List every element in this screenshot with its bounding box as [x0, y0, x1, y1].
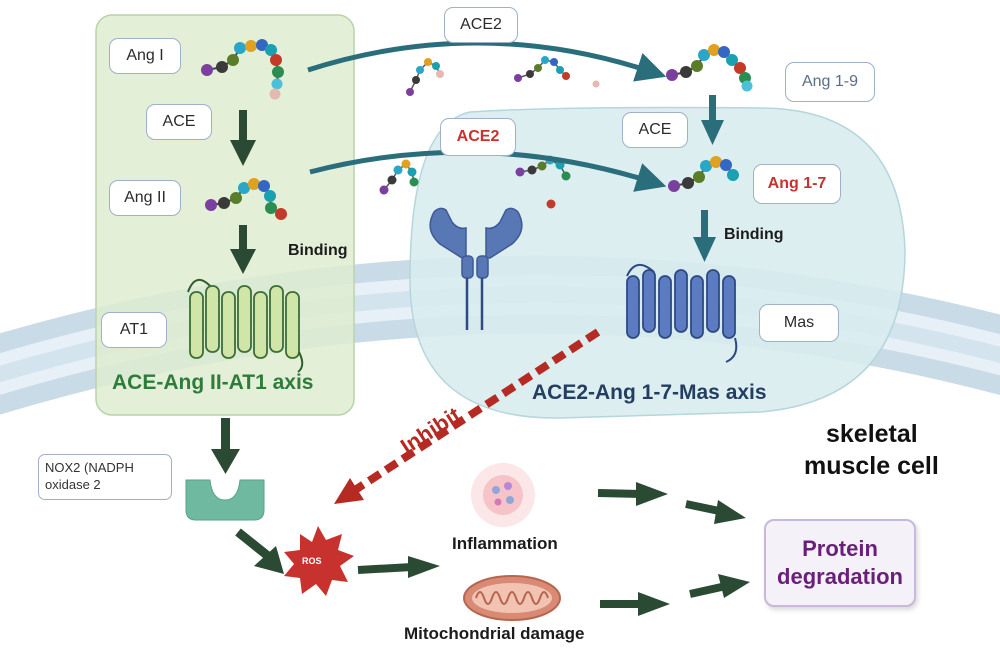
nox2-to-ros-arrow — [235, 528, 284, 574]
mitochondrial-damage-label: Mitochondrial damage — [404, 624, 585, 643]
binding-left-label: Binding — [288, 242, 348, 259]
inflammation-icon — [471, 463, 535, 527]
ang1-conversion-peptides-icon — [406, 56, 600, 96]
ace2-top-label: ACE2 — [444, 7, 518, 43]
cell-label-line1: skeletal — [826, 420, 918, 448]
ang19-peptide-icon — [666, 44, 753, 92]
ang2-binding-arrow — [230, 225, 256, 274]
ace2-conversion-arrow-top — [307, 40, 667, 82]
ang2-peptide-icon — [205, 178, 287, 220]
nox2-label: NOX2 (NADPH oxidase 2 — [38, 454, 172, 500]
ang17-binding-arrow — [693, 210, 716, 262]
ros-burst-icon — [284, 526, 354, 596]
protein-degradation-box: Protein degradation — [764, 519, 916, 607]
at1-receptor-icon — [187, 279, 304, 373]
mitochondrion-icon — [463, 575, 561, 621]
ros-label: ROS — [302, 556, 322, 566]
at1-label: AT1 — [101, 312, 167, 348]
mas-receptor-icon — [626, 264, 738, 363]
ace-ang2-at1-axis-title: ACE-Ang II-AT1 axis — [112, 371, 314, 394]
ang19-to-ang17-arrow — [701, 95, 724, 145]
ang2-label: Ang II — [109, 180, 181, 216]
protein-degradation-line2: degradation — [777, 564, 903, 589]
at1-to-nox2-arrow — [211, 418, 240, 474]
ace-conversion-arrow — [230, 110, 256, 166]
cell-label-line2: muscle cell — [804, 452, 939, 480]
ace2-ang17-mas-axis-title: ACE2-Ang 1-7-Mas axis — [532, 381, 767, 404]
ang1-peptide-icon — [201, 39, 284, 100]
ros-to-inflammation-arrow — [357, 556, 440, 578]
nox2-enzyme-icon — [185, 479, 265, 521]
binding-right-label: Binding — [724, 226, 784, 243]
ace-left-label: ACE — [146, 104, 212, 140]
ang17-label: Ang 1-7 — [753, 164, 841, 204]
inflammation-outcome-arrows — [597, 482, 746, 524]
ang17-peptide-icon — [668, 156, 739, 192]
ang1-label: Ang I — [109, 38, 181, 74]
ang19-label: Ang 1-9 — [785, 62, 875, 102]
ace-right-label: ACE — [622, 112, 688, 148]
ace2-receptor-icon — [429, 207, 523, 330]
protein-degradation-line1: Protein — [802, 536, 878, 561]
ace2-mid-label: ACE2 — [440, 118, 516, 156]
mito-outcome-arrows — [600, 574, 750, 616]
inflammation-label: Inflammation — [452, 534, 558, 553]
inhibit-arrow — [334, 328, 601, 504]
mas-label: Mas — [759, 304, 839, 342]
